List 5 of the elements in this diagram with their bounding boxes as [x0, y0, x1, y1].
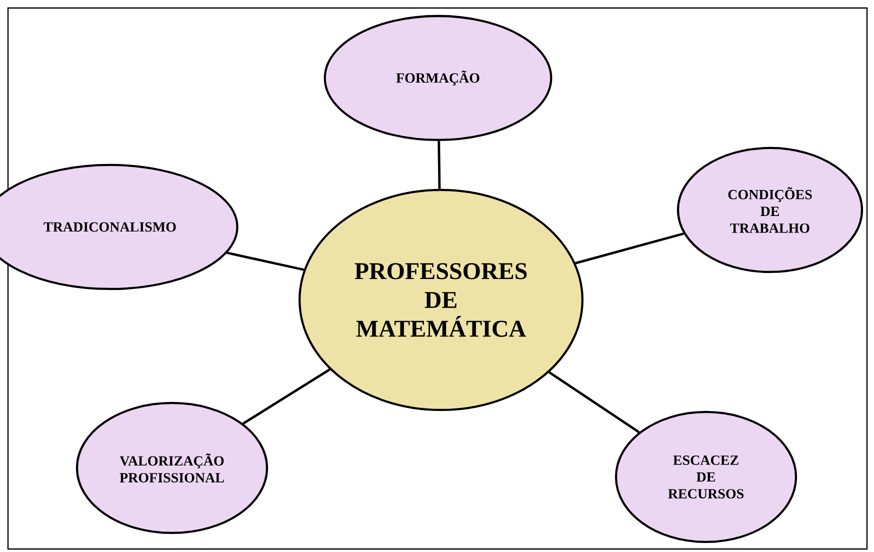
connector-line	[575, 232, 684, 264]
connector-line	[242, 368, 330, 425]
connector-line	[226, 252, 304, 271]
connector-line	[438, 141, 441, 189]
connector-line	[548, 371, 640, 434]
